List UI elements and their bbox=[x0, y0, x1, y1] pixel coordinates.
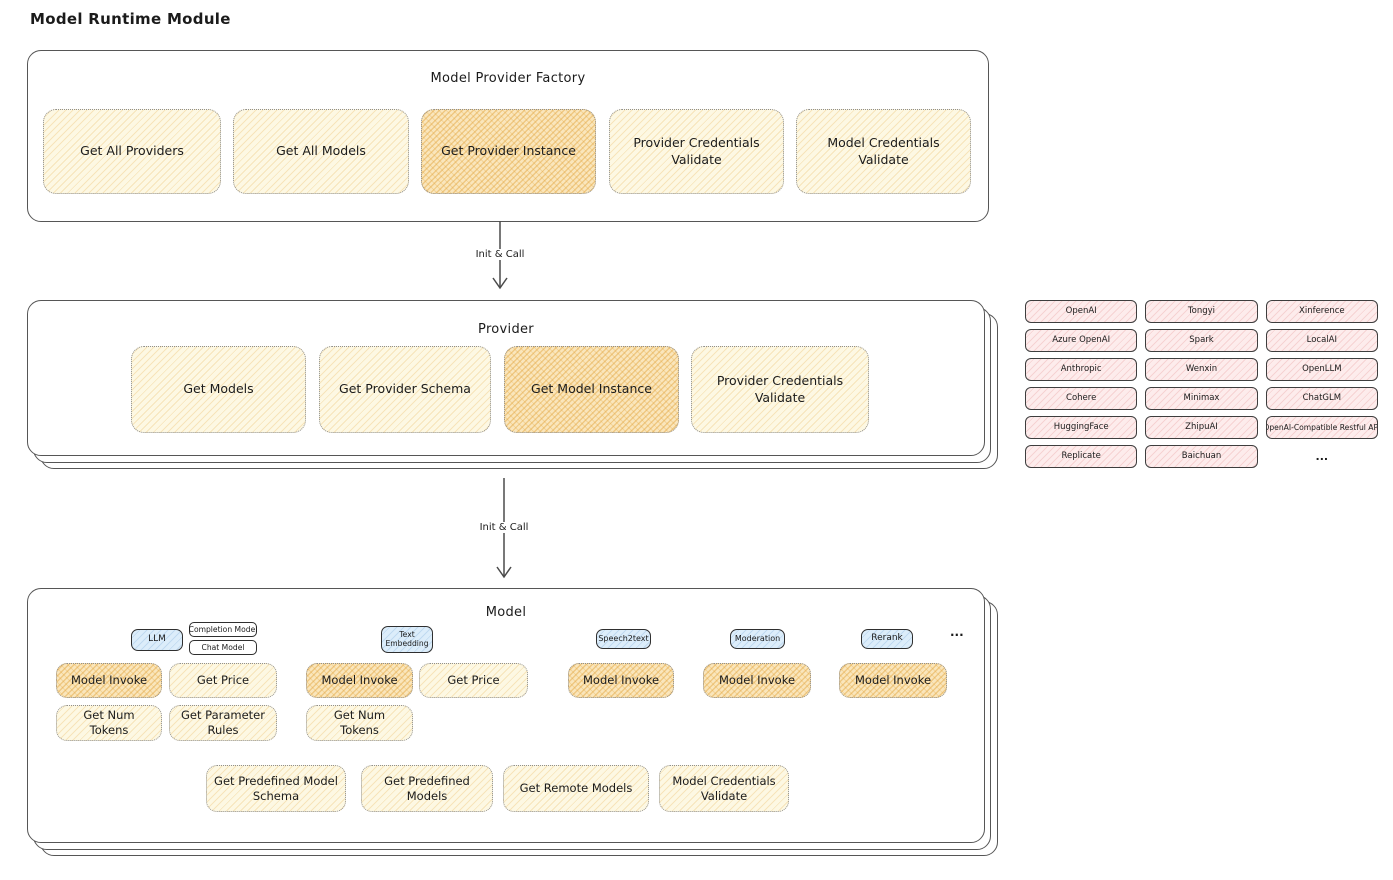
model-card-body: Model LLM Completion Model Chat Model Te… bbox=[27, 588, 985, 843]
node-speech2text-model-invoke: Model Invoke bbox=[568, 663, 674, 698]
node-get-all-providers: Get All Providers bbox=[43, 109, 221, 194]
node-embedding-get-num-tokens: Get Num Tokens bbox=[306, 705, 413, 741]
provider-tag-openai: OpenAI bbox=[1025, 300, 1138, 323]
provider-tag-minimax: Minimax bbox=[1145, 387, 1258, 410]
provider-card: Provider Get Models Get Provider Schema … bbox=[27, 300, 998, 469]
tag-llm: LLM bbox=[131, 629, 183, 651]
provider-tag-wenxin: Wenxin bbox=[1145, 358, 1258, 381]
node-get-models: Get Models bbox=[131, 346, 306, 433]
provider-tag-cohere: Cohere bbox=[1025, 387, 1138, 410]
providers-ellipsis: ... bbox=[1315, 450, 1329, 463]
arrow-label-init-call-2: Init & Call bbox=[476, 522, 532, 533]
node-get-provider-instance: Get Provider Instance bbox=[421, 109, 596, 194]
model-title: Model bbox=[485, 605, 527, 620]
tag-rerank: Rerank bbox=[861, 629, 913, 649]
node-model-credentials-validate-2: Model Credentials Validate bbox=[659, 765, 789, 812]
node-get-all-models: Get All Models bbox=[233, 109, 409, 194]
provider-tag-xinference: Xinference bbox=[1265, 300, 1378, 323]
node-llm-get-parameter-rules: Get Parameter Rules bbox=[169, 705, 277, 741]
provider-tag-spark: Spark bbox=[1145, 329, 1258, 352]
capabilities-ellipsis: ... bbox=[950, 625, 964, 639]
provider-tag-huggingface: HuggingFace bbox=[1025, 416, 1138, 439]
provider-tag-chatglm: ChatGLM bbox=[1265, 387, 1378, 410]
tag-text-embedding: Text Embedding bbox=[381, 626, 433, 653]
provider-tag-openai-compatible: OpenAI-Compatible Restful API bbox=[1265, 416, 1378, 439]
node-get-remote-models: Get Remote Models bbox=[503, 765, 649, 812]
node-get-predefined-models: Get Predefined Models bbox=[361, 765, 493, 812]
provider-tag-baichuan: Baichuan bbox=[1145, 445, 1258, 468]
node-provider-credentials-validate: Provider Credentials Validate bbox=[609, 109, 784, 194]
node-embedding-get-price: Get Price bbox=[419, 663, 528, 698]
page-title: Model Runtime Module bbox=[30, 10, 231, 28]
node-get-provider-schema: Get Provider Schema bbox=[319, 346, 491, 433]
factory-card: Model Provider Factory Get All Providers… bbox=[27, 50, 989, 222]
arrow-factory-to-provider: Init & Call bbox=[454, 221, 546, 295]
tag-completion-model: Completion Model bbox=[189, 622, 257, 637]
node-rerank-model-invoke: Model Invoke bbox=[839, 663, 947, 698]
provider-tag-tongyi: Tongyi bbox=[1145, 300, 1258, 323]
node-get-model-instance: Get Model Instance bbox=[504, 346, 679, 433]
node-llm-get-num-tokens: Get Num Tokens bbox=[56, 705, 162, 741]
provider-tag-openllm: OpenLLM bbox=[1265, 358, 1378, 381]
provider-tag-anthropic: Anthropic bbox=[1025, 358, 1138, 381]
model-card: Model LLM Completion Model Chat Model Te… bbox=[27, 588, 998, 856]
provider-tag-zhipuai: ZhipuAI bbox=[1145, 416, 1258, 439]
node-llm-get-price: Get Price bbox=[169, 663, 277, 698]
node-embedding-model-invoke: Model Invoke bbox=[306, 663, 413, 698]
provider-card-body: Provider Get Models Get Provider Schema … bbox=[27, 300, 985, 456]
node-model-credentials-validate: Model Credentials Validate bbox=[796, 109, 971, 194]
arrow-provider-to-model: Init & Call bbox=[458, 478, 550, 584]
provider-tag-replicate: Replicate bbox=[1025, 445, 1138, 468]
provider-title: Provider bbox=[478, 322, 534, 337]
provider-tag-azure-openai: Azure OpenAI bbox=[1025, 329, 1138, 352]
tag-chat-model: Chat Model bbox=[189, 640, 257, 655]
tag-moderation: Moderation bbox=[730, 629, 785, 649]
providers-panel: OpenAI Tongyi Xinference Azure OpenAI Sp… bbox=[1025, 300, 1378, 468]
node-llm-model-invoke: Model Invoke bbox=[56, 663, 162, 698]
node-provider-credentials-validate-2: Provider Credentials Validate bbox=[691, 346, 869, 433]
node-moderation-model-invoke: Model Invoke bbox=[703, 663, 811, 698]
node-get-predefined-model-schema: Get Predefined Model Schema bbox=[206, 765, 346, 812]
factory-title: Model Provider Factory bbox=[430, 71, 586, 86]
tag-speech2text: Speech2text bbox=[596, 629, 651, 649]
provider-tag-localai: LocalAI bbox=[1265, 329, 1378, 352]
arrow-label-init-call: Init & Call bbox=[472, 249, 528, 260]
